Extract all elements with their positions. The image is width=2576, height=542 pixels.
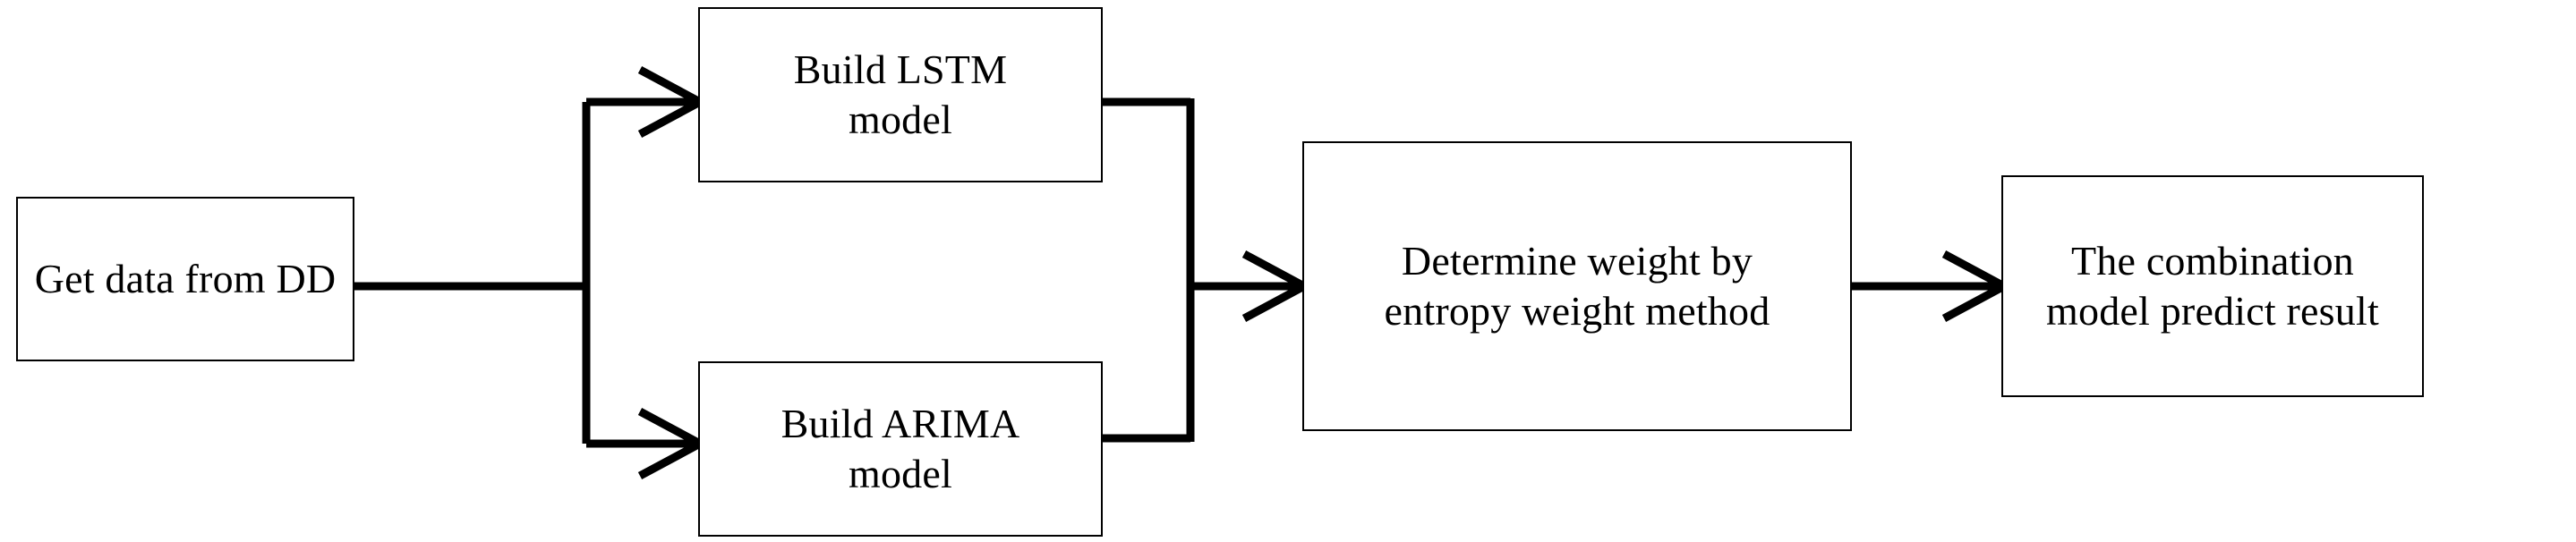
node-label: Get data from DD: [34, 255, 337, 301]
arrowhead-arima: [637, 408, 709, 479]
node-label: Build LSTM model: [793, 46, 1008, 142]
node-get-data-from-dd[interactable]: Get data from DD: [16, 197, 354, 361]
arrowhead-lstm: [637, 66, 709, 138]
node-determine-weight-entropy[interactable]: Determine weight by entropy weight metho…: [1302, 141, 1852, 431]
node-label: Build ARIMA model: [780, 400, 1020, 496]
node-build-lstm-model[interactable]: Build LSTM model: [698, 7, 1103, 182]
arrowhead-result: [1941, 250, 2013, 322]
arrowhead-entropy: [1241, 250, 1313, 322]
node-label: The combination model predict result: [2046, 237, 2379, 334]
node-label: Determine weight by entropy weight metho…: [1384, 237, 1770, 334]
node-build-arima-model[interactable]: Build ARIMA model: [698, 361, 1103, 537]
node-combination-model-predict-result[interactable]: The combination model predict result: [2001, 175, 2424, 397]
